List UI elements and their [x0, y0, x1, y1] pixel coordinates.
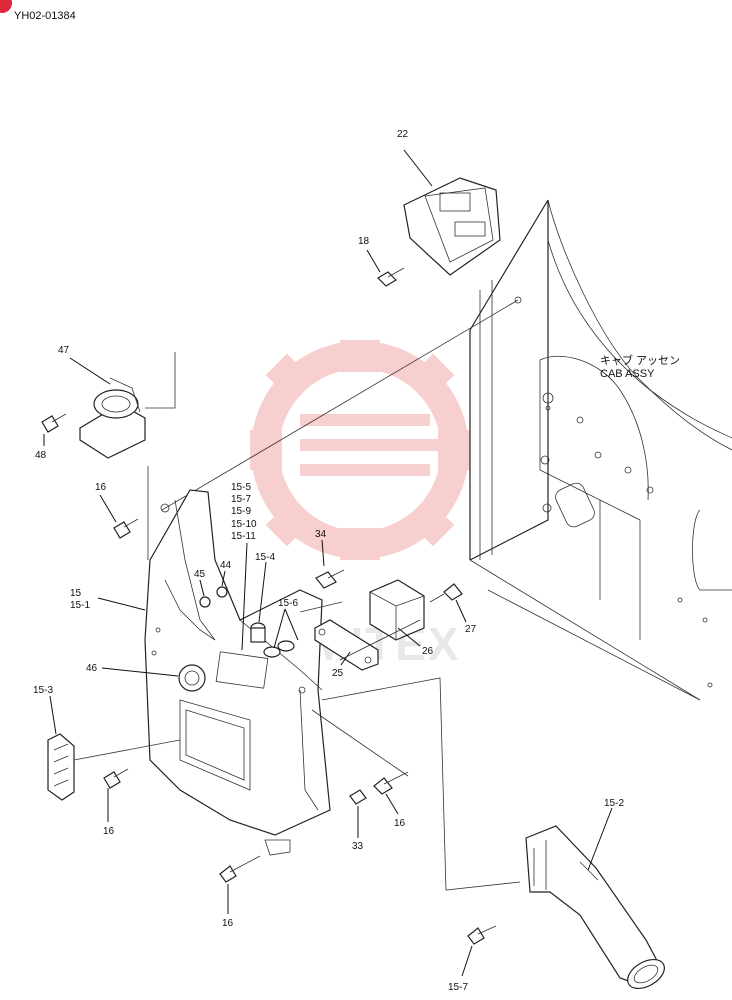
- part-15-6-clips: 15-6: [263, 598, 299, 658]
- callout-15-11: 15-11: [231, 531, 256, 542]
- callout-15-9: 15-9: [231, 506, 251, 517]
- callout-46: 46: [86, 663, 98, 674]
- callout-15-1: 15-1: [70, 600, 90, 611]
- document-id: YH02-01384: [14, 10, 76, 22]
- part-16-bolt-left: 16: [103, 768, 129, 837]
- callout-15-7b: 15-7: [448, 982, 468, 993]
- callout-48: 48: [35, 450, 47, 461]
- part-25-bracket: 25: [299, 601, 379, 679]
- callout-15-3: 15-3: [33, 685, 53, 696]
- part-26-relay-box: 26: [339, 579, 434, 661]
- part-44-nut: 44: [216, 560, 232, 598]
- callout-16-left: 16: [103, 826, 115, 837]
- callout-16-bottom: 16: [222, 918, 234, 929]
- callout-47: 47: [58, 345, 70, 356]
- callout-27: 27: [465, 624, 477, 635]
- callout-34: 34: [315, 529, 327, 540]
- part-16-bolt-top: 16: [95, 482, 139, 539]
- part-15-3-vent: 15-3: [33, 685, 181, 801]
- callout-44: 44: [220, 560, 232, 571]
- callout-group-15-5-to-15-11: 15-5 15-7 15-9 15-10 15-11: [231, 482, 257, 651]
- callout-25: 25: [332, 668, 344, 679]
- part-47-cup-holder: 47: [58, 345, 176, 459]
- callout-15-5: 15-5: [231, 482, 251, 493]
- part-46-grommet: 46: [86, 663, 206, 692]
- part-34-bolt: 34: [315, 529, 345, 589]
- callout-15-4: 15-4: [255, 552, 275, 563]
- callout-15-7a: 15-7: [231, 494, 251, 505]
- part-45-nut: 45: [194, 569, 211, 608]
- part-27-bolt: 27: [429, 583, 477, 635]
- callout-22: 22: [397, 129, 409, 140]
- cab-assembly: キャブ アッセン CAB ASSY: [161, 199, 732, 701]
- callout-15: 15: [70, 588, 82, 599]
- part-16-bolt-bottom: 16: [219, 855, 261, 929]
- part-15-side-panel: 15 15-1: [70, 489, 331, 856]
- callout-45: 45: [194, 569, 206, 580]
- callout-16-mid: 16: [394, 818, 406, 829]
- part-22-meter-panel: 22: [397, 129, 501, 276]
- part-33-clip: 33: [349, 789, 367, 852]
- callout-15-6: 15-6: [278, 598, 298, 609]
- part-15-2-air-duct: 15-2: [525, 798, 665, 990]
- part-15-4-fitting: 15-4: [250, 552, 275, 643]
- part-18-bolt: 18: [358, 236, 405, 287]
- part-15-7-screw: 15-7: [448, 925, 497, 993]
- corner-badge-icon: [0, 0, 12, 13]
- callout-15-10: 15-10: [231, 519, 257, 530]
- cab-assy-label-en: CAB ASSY: [600, 368, 655, 380]
- callout-33: 33: [352, 841, 364, 852]
- cab-assy-label-jp: キャブ アッセン: [600, 353, 680, 367]
- part-48-screw: 48: [35, 413, 67, 461]
- part-16-bolt-mid: 16: [373, 771, 409, 829]
- callout-16-top: 16: [95, 482, 107, 493]
- watermark-logo-icon: [250, 340, 470, 560]
- callout-26: 26: [422, 646, 434, 657]
- callout-18: 18: [358, 236, 370, 247]
- callout-15-2: 15-2: [604, 798, 624, 809]
